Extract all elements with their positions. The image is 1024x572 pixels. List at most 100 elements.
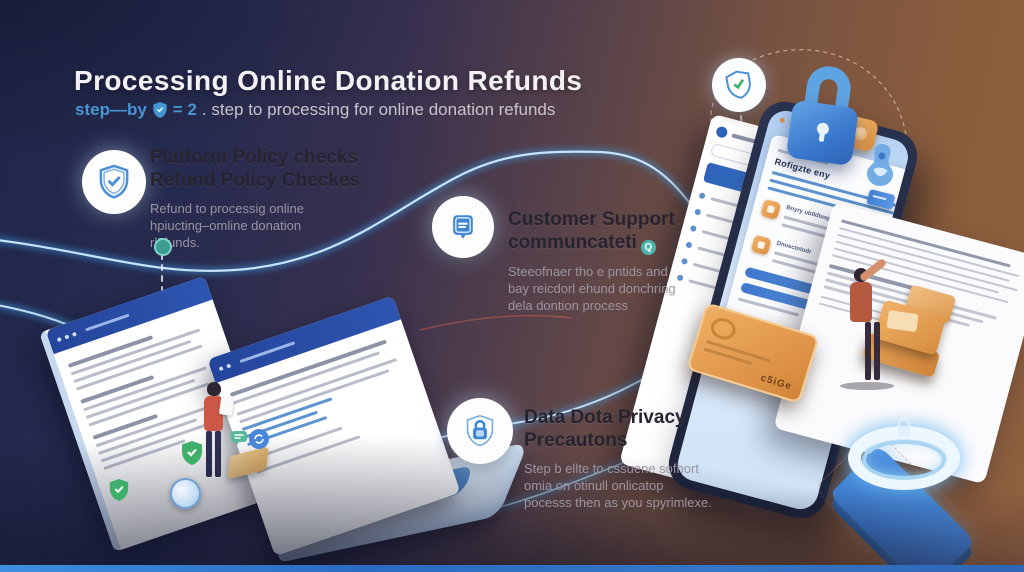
decor-element — [878, 152, 886, 160]
page-title: Processing Online Donation Refunds — [74, 64, 583, 96]
person-right — [840, 257, 894, 390]
decor-element — [725, 70, 751, 99]
decor-element — [64, 333, 70, 340]
decor-element — [840, 382, 894, 390]
decor-element — [109, 479, 129, 501]
subtitle-highlight: step—by — [75, 100, 147, 119]
decor-element — [206, 382, 221, 396]
decor-element — [455, 217, 471, 234]
chat-bubble-icon — [230, 430, 248, 446]
decor-element — [862, 440, 946, 480]
coin-icon — [170, 478, 201, 509]
bottom-accent-strip — [0, 565, 1024, 572]
decor-element — [779, 117, 786, 124]
support-q-icon: Q — [640, 240, 656, 255]
decor-element — [698, 192, 706, 200]
decor-element — [187, 448, 197, 457]
decor-element — [873, 167, 888, 176]
decor-element — [249, 429, 269, 449]
decor-element — [114, 486, 124, 494]
page-subtitle: step—by = 2 . step to processing for onl… — [75, 100, 555, 120]
shield-check-badge-icon — [707, 53, 771, 117]
step-2-heading-line1: Customer Support — [508, 209, 675, 230]
decor-element — [897, 417, 911, 427]
decor-element — [458, 222, 468, 229]
donation-item-icon — [750, 234, 772, 256]
decor-element — [264, 426, 343, 456]
decor-element — [466, 414, 494, 447]
step-1-heading-line1: Platform Policy checks — [150, 147, 359, 168]
step-1-text: Platform Policy checks Refund Policy Che… — [150, 146, 370, 251]
decor-element — [85, 313, 130, 332]
decor-element — [85, 378, 196, 419]
decor-element — [231, 431, 247, 442]
decor-element: Platform Policy checks Refund Policy Che… — [150, 146, 370, 192]
decor-element — [864, 322, 871, 380]
decor-element — [466, 414, 494, 447]
decor-element — [254, 434, 264, 444]
decor-element — [703, 347, 753, 366]
decor-element — [182, 441, 202, 465]
decor-element — [474, 420, 486, 428]
decor-element — [204, 396, 223, 431]
decor-element — [460, 234, 466, 239]
decor-element — [708, 315, 739, 343]
decor-element — [234, 434, 244, 439]
decor-element — [785, 99, 860, 167]
step-1-heading-line2: Refund Policy Checkes — [150, 170, 361, 191]
decor-element — [218, 365, 224, 371]
decor-element — [816, 122, 829, 142]
decor-element — [71, 331, 77, 337]
decor-element — [235, 442, 239, 445]
decor-element — [419, 314, 573, 331]
decor-element — [850, 322, 894, 380]
subtitle-text: . step to processing for online donation… — [201, 100, 556, 119]
donation-item-icon — [760, 198, 782, 220]
decor-element — [733, 79, 745, 90]
decor-element — [206, 431, 212, 477]
step-3-body: Step b ellte to cssuene sofhort omia on … — [524, 461, 712, 510]
decor-element — [99, 164, 129, 199]
decor-element — [897, 417, 911, 436]
vault-ring-icon — [813, 408, 998, 572]
decor-element — [476, 430, 484, 437]
decor-element — [56, 336, 62, 342]
water-faucet-icon — [860, 140, 903, 190]
decor-element — [107, 176, 121, 187]
shield-icon — [152, 101, 168, 119]
decor-element — [103, 168, 125, 195]
decor-element — [766, 205, 776, 214]
shield-check-icon — [82, 150, 146, 214]
subtitle-badge: = 2 — [172, 100, 197, 119]
step-2-body: Steeofnaer tho e pntids and bay reicdorl… — [508, 264, 676, 313]
card-text: c5iGe — [759, 372, 794, 393]
padlock-icon — [785, 62, 865, 167]
step-2-heading-line2: communcateti — [508, 232, 637, 253]
decor-element — [867, 144, 893, 186]
decor-element — [453, 215, 473, 239]
decor-element — [453, 215, 473, 235]
decor-element — [894, 416, 914, 440]
lock-icon — [447, 398, 513, 464]
step-3-heading-line2: Precautons — [524, 430, 628, 451]
decor-element — [218, 397, 235, 416]
teal-node-dot — [154, 238, 172, 256]
decor-element — [204, 431, 223, 477]
chat-message-icon — [432, 196, 494, 258]
green-shield-icon — [180, 440, 204, 466]
decor-element — [153, 102, 167, 118]
step-3-text: Data Dota Privacy Precautons Step b ellt… — [524, 406, 764, 511]
decor-element — [898, 426, 910, 436]
decor-element — [818, 131, 825, 142]
step-3-heading-line1: Data Dota Privacy — [524, 407, 686, 428]
decor-element — [231, 431, 247, 445]
decor-element — [0, 150, 694, 272]
decor-element — [873, 322, 880, 380]
decor-element — [867, 144, 893, 186]
decor-element — [215, 431, 221, 477]
decor-element — [756, 240, 766, 250]
green-shield-icon-2 — [108, 478, 130, 502]
